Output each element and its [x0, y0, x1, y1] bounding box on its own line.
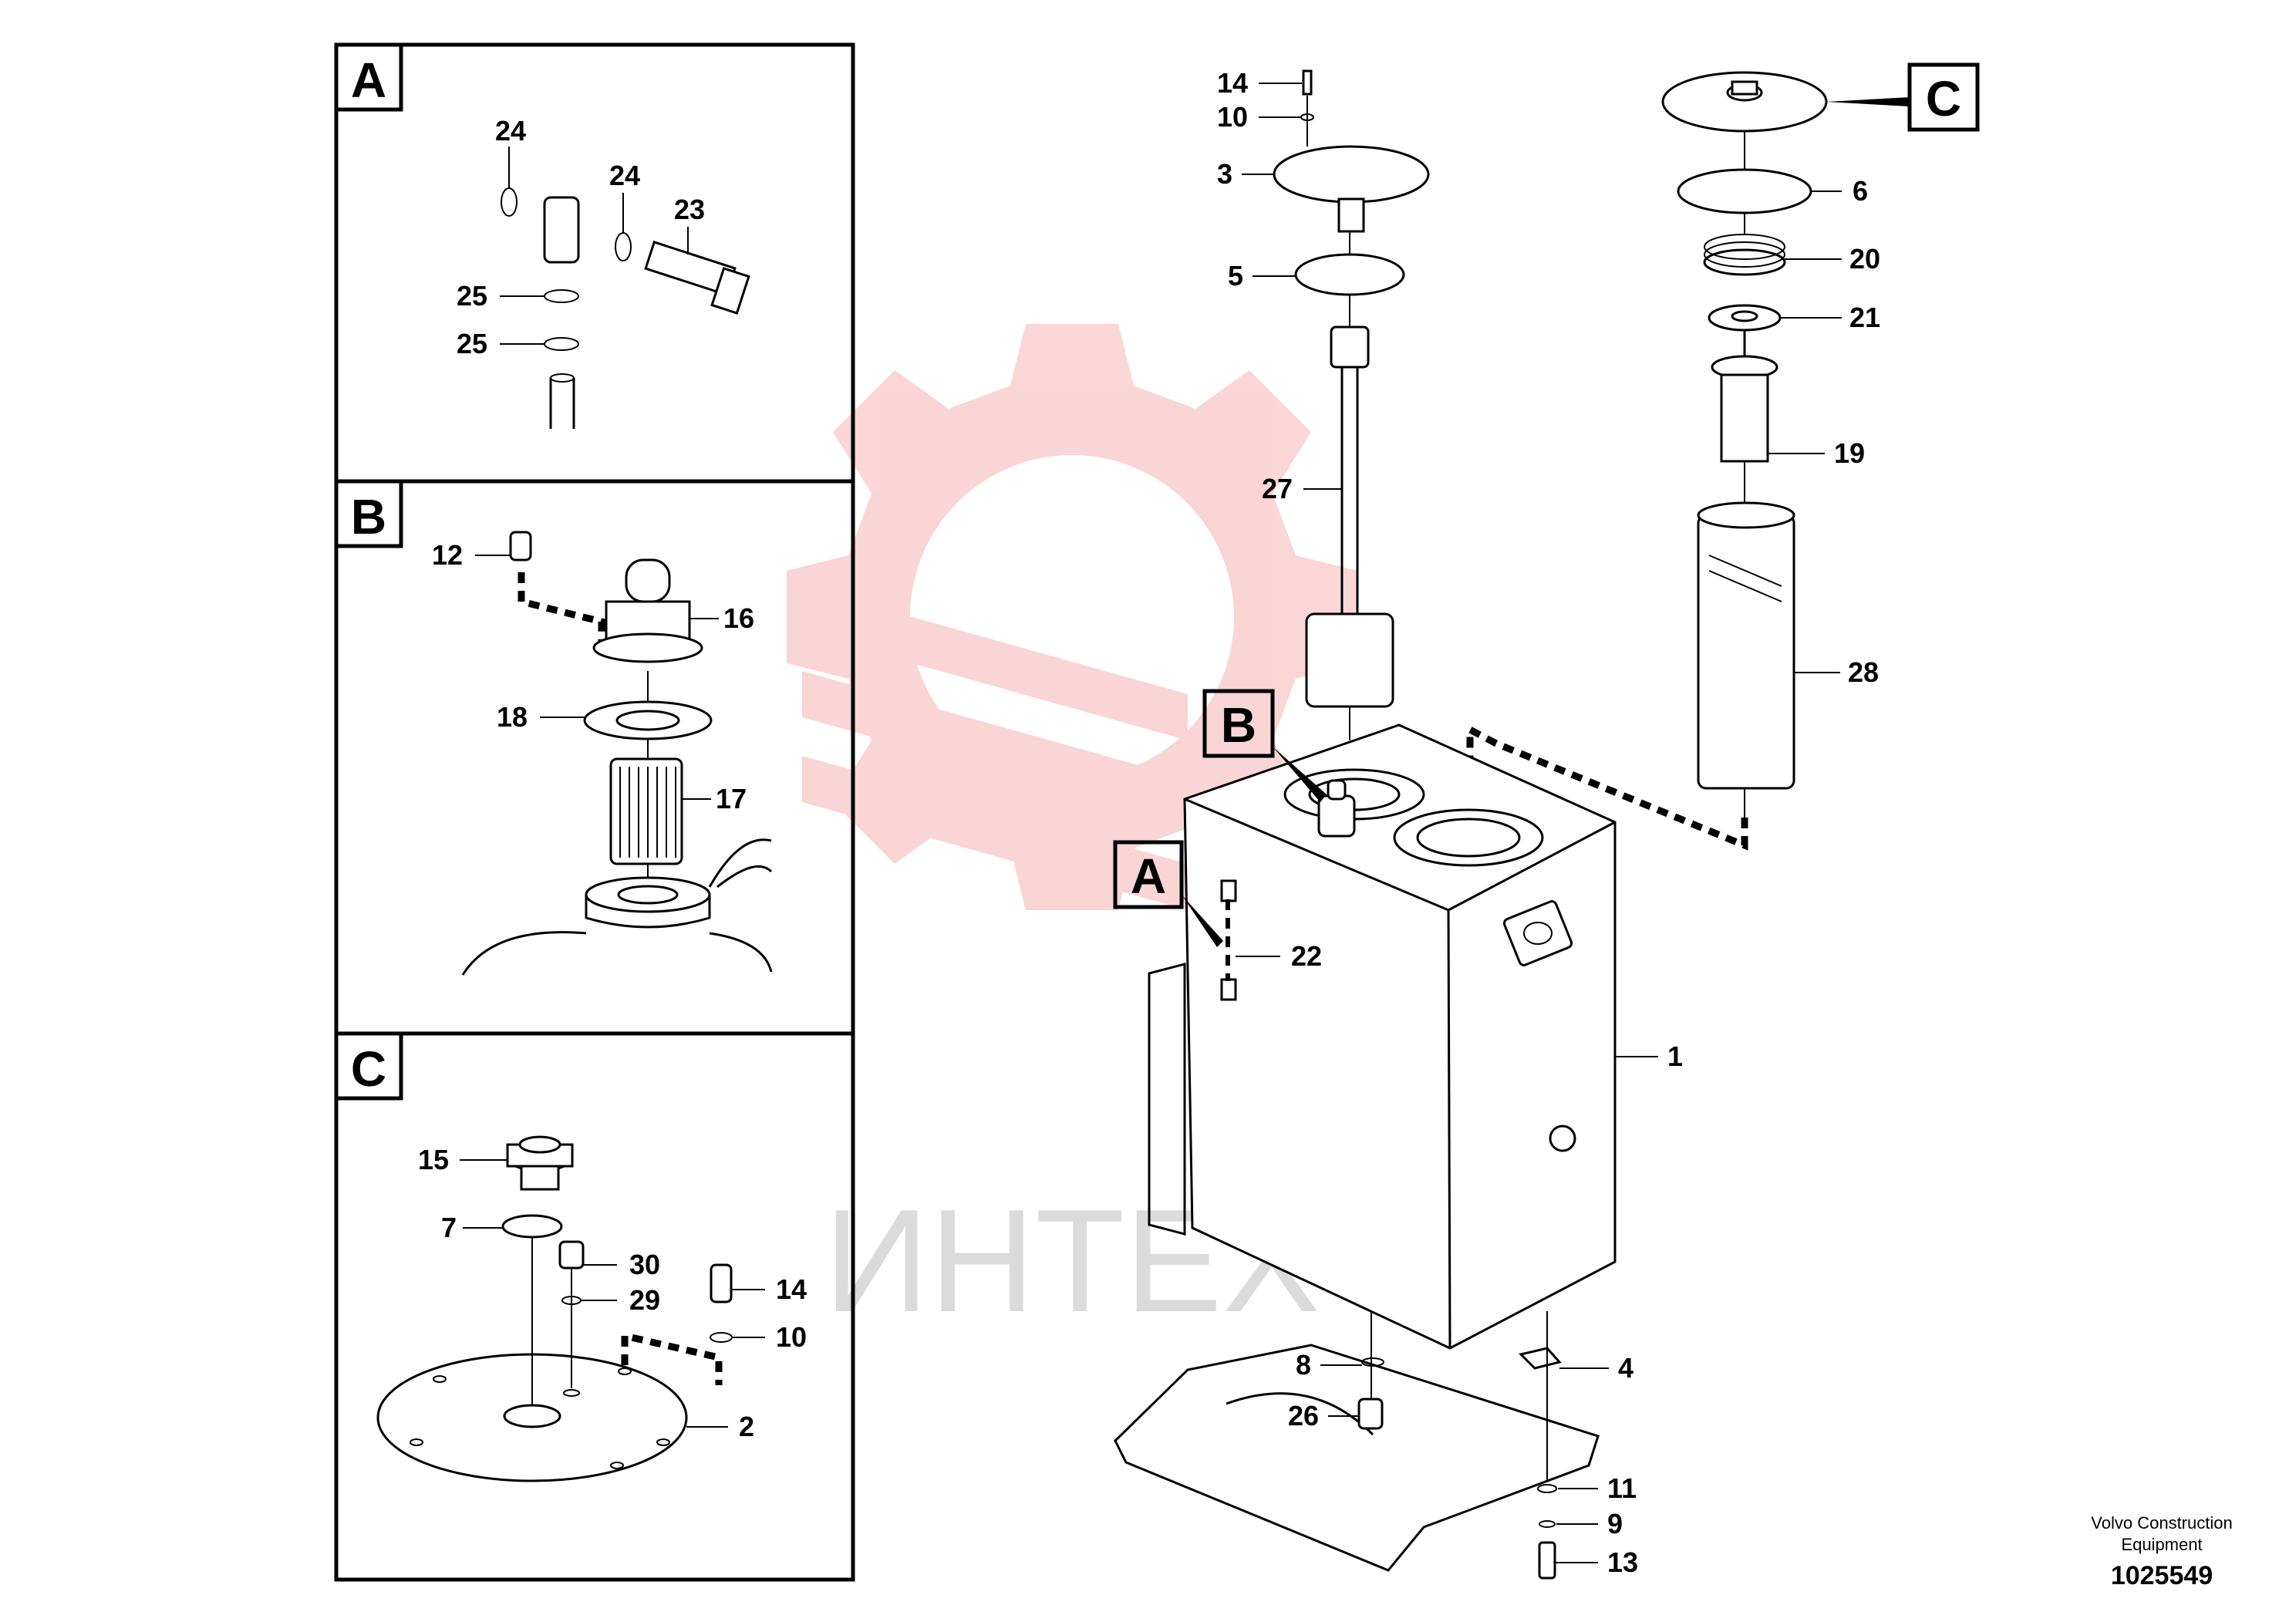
oring-6	[1677, 168, 1812, 214]
bolt-13	[1538, 1541, 1556, 1580]
callout-22: 22	[1291, 940, 1322, 972]
cover-assembly: 14 10 3 5 27	[1217, 67, 1430, 740]
company-name-line1: Volvo Construction	[2091, 1513, 2232, 1533]
callout-19: 19	[1834, 437, 1865, 469]
sleeve-19	[1720, 373, 1769, 463]
callout-30: 30	[629, 1249, 660, 1280]
filter-assembly: 6 20 21 19 28	[1466, 71, 1880, 851]
callout-1: 1	[1667, 1040, 1683, 1072]
hidden-line-b	[518, 572, 605, 645]
panel-a: A 24 24 23 25 25	[334, 42, 855, 484]
breather-on-tank	[1317, 794, 1356, 838]
callout-10: 10	[1217, 101, 1248, 133]
callout-21: 21	[1849, 302, 1880, 333]
callout-10-c: 10	[776, 1321, 807, 1353]
watermark-logo	[787, 324, 1357, 910]
callout-2: 2	[739, 1411, 754, 1442]
callout-17: 17	[716, 783, 747, 814]
bolt-14	[1302, 69, 1313, 96]
callout-15: 15	[418, 1144, 449, 1175]
panel-b: B 12 16 18	[334, 479, 855, 1036]
callout-3: 3	[1217, 158, 1232, 190]
hidden-line-c	[621, 1331, 723, 1385]
tank-body	[1183, 723, 1617, 1350]
callout-14-c: 14	[776, 1273, 807, 1305]
callout-5: 5	[1228, 260, 1243, 292]
callout-6: 6	[1853, 175, 1868, 207]
screw-12	[509, 531, 532, 561]
callout-9: 9	[1607, 1508, 1623, 1539]
cover-3	[1273, 145, 1430, 204]
callout-12: 12	[432, 539, 463, 571]
drain-plug-26	[1357, 1398, 1384, 1430]
callout-18: 18	[497, 701, 528, 733]
callout-24-top: 24	[495, 115, 526, 147]
callout-13: 13	[1607, 1546, 1638, 1578]
callout-29: 29	[629, 1284, 660, 1316]
bolt-14-c	[710, 1263, 733, 1303]
callout-11: 11	[1607, 1472, 1637, 1504]
callout-4: 4	[1618, 1352, 1633, 1384]
callout-26: 26	[1288, 1400, 1319, 1431]
elbow-fitting	[543, 196, 580, 264]
callout-23: 23	[674, 194, 705, 225]
panel-c: C 15 7 30 29 14	[334, 1031, 855, 1582]
view-marker-a: A	[1113, 840, 1223, 947]
hydraulic-tank: 22 1 8 26 4 11 9 13	[1114, 723, 1683, 1580]
view-marker-b: B	[1202, 689, 1327, 802]
company-name-line2: Equipment	[2121, 1535, 2202, 1554]
callout-8: 8	[1296, 1349, 1311, 1381]
callout-27: 27	[1262, 473, 1293, 504]
callout-14: 14	[1217, 67, 1248, 99]
oring-5	[1294, 253, 1405, 296]
callout-24-right: 24	[609, 160, 640, 191]
strainer-17	[609, 757, 683, 865]
mounting-frame	[1114, 1344, 1600, 1572]
level-gauge-22	[1220, 879, 1237, 902]
callout-20: 20	[1849, 243, 1880, 275]
side-port-flange	[1502, 900, 1573, 966]
callout-28: 28	[1848, 656, 1879, 688]
view-marker-c: C	[1826, 62, 1980, 132]
oring-7	[501, 1214, 563, 1239]
panel-c-letter: C	[351, 1041, 386, 1097]
panel-a-letter: A	[351, 52, 386, 108]
spring-20	[1703, 248, 1786, 276]
document-number: 1025549	[2111, 1561, 2213, 1590]
callout-25-upper: 25	[457, 280, 487, 312]
shim-4	[1519, 1347, 1562, 1370]
view-marker-a-letter: A	[1131, 848, 1166, 904]
panel-b-letter: B	[351, 489, 386, 545]
float-element	[1305, 612, 1394, 708]
callout-16: 16	[723, 602, 754, 634]
callout-7: 7	[441, 1212, 457, 1243]
view-marker-c-letter: C	[1926, 71, 1961, 126]
callout-25-lower: 25	[457, 328, 487, 359]
plug-30	[558, 1240, 585, 1270]
sight-port	[1549, 1125, 1576, 1152]
view-marker-b-letter: B	[1221, 697, 1256, 753]
